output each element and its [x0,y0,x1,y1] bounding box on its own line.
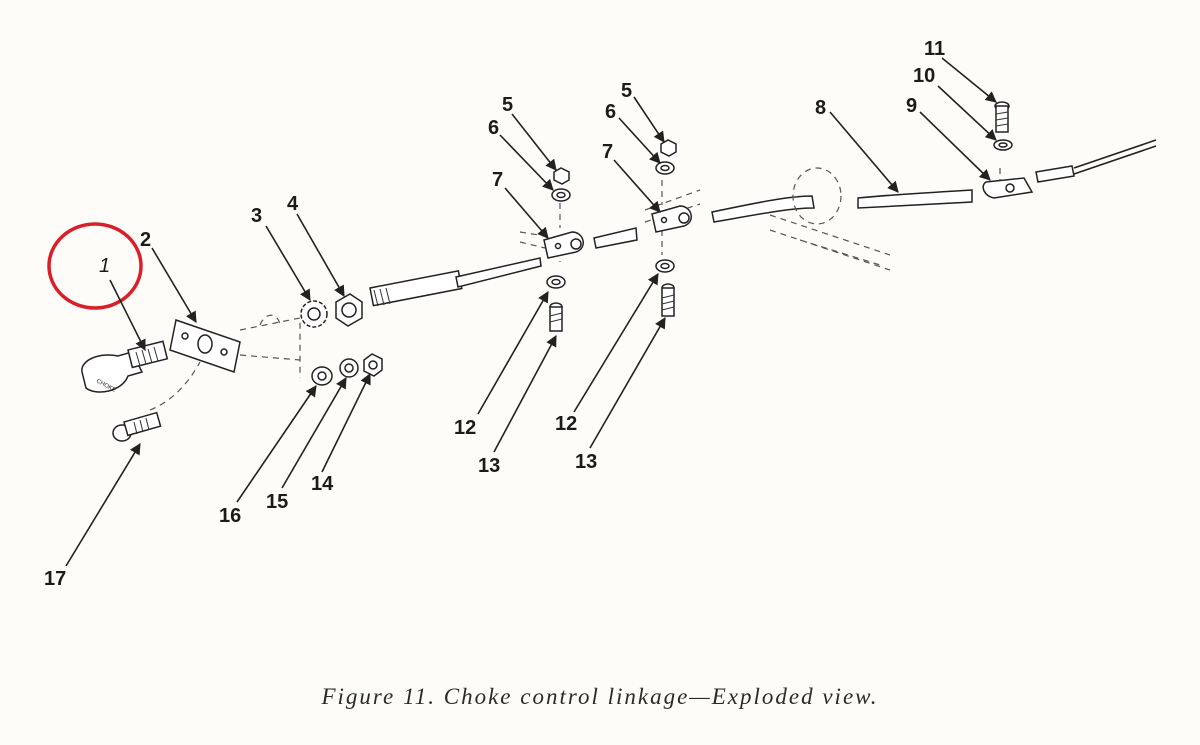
part-13-screw-left [549,302,563,332]
leader-lines [65,57,997,567]
part-5-nut-left [553,167,570,185]
highlight-circle [47,222,143,310]
part-10-washer [993,139,1013,151]
part-12-washer-left [546,275,566,289]
part-7-clamp-left [543,231,584,259]
callout-8: 8 [815,97,826,119]
callout-16: 16 [219,505,241,527]
part-17-screw [112,411,162,442]
callout-1: 1 [99,255,110,277]
part-6-washer-left [551,188,571,202]
part-12-washer-right [655,259,675,273]
callout-10: 10 [913,65,935,87]
control-shaft [369,227,638,307]
part-1-choke-knob: CHOKE [81,340,169,394]
part-16-flat-washer [311,366,333,386]
part-8-conduit [711,167,973,225]
part-4-nut [335,293,363,327]
figure-caption: Figure 11. Choke control linkage—Explode… [321,684,879,709]
callout-5-left: 5 [502,94,513,116]
part-2-mounting-plate [169,319,241,373]
part-14-nut [363,353,383,377]
callout-2: 2 [140,229,151,251]
callout-13-left: 13 [478,455,500,477]
callout-17: 17 [44,568,66,590]
callout-4: 4 [287,193,299,215]
part-6-washer-right [655,161,675,175]
callout-12-left: 12 [454,417,476,439]
part-13-screw-right [661,283,675,317]
callout-6-right: 6 [605,101,616,123]
choke-wire [1035,139,1157,183]
callout-7-left: 7 [492,169,503,191]
callout-5-right: 5 [621,80,632,102]
callout-9: 9 [906,95,917,117]
clamp-group-left [543,167,584,332]
part-9-cable-clamp [982,177,1034,199]
callout-12-right: 12 [555,413,577,435]
part-5-nut-right [660,139,677,157]
callout-7-right: 7 [602,141,613,163]
part-15-lock-washer [339,358,359,378]
part-11-screw [994,101,1010,133]
callout-15: 15 [266,491,288,513]
clamp-group-right [651,139,692,317]
callout-3: 3 [251,205,262,227]
callout-11: 11 [924,38,945,60]
callout-6-left: 6 [488,117,499,139]
callout-13-right: 13 [575,451,597,473]
callout-numbers: 1 2 3 4 5 6 7 5 6 7 8 9 10 11 12 13 12 1… [44,38,945,590]
callout-14: 14 [311,473,334,495]
part-3-lock-washer [300,300,328,328]
part-7-clamp-right [651,205,692,233]
